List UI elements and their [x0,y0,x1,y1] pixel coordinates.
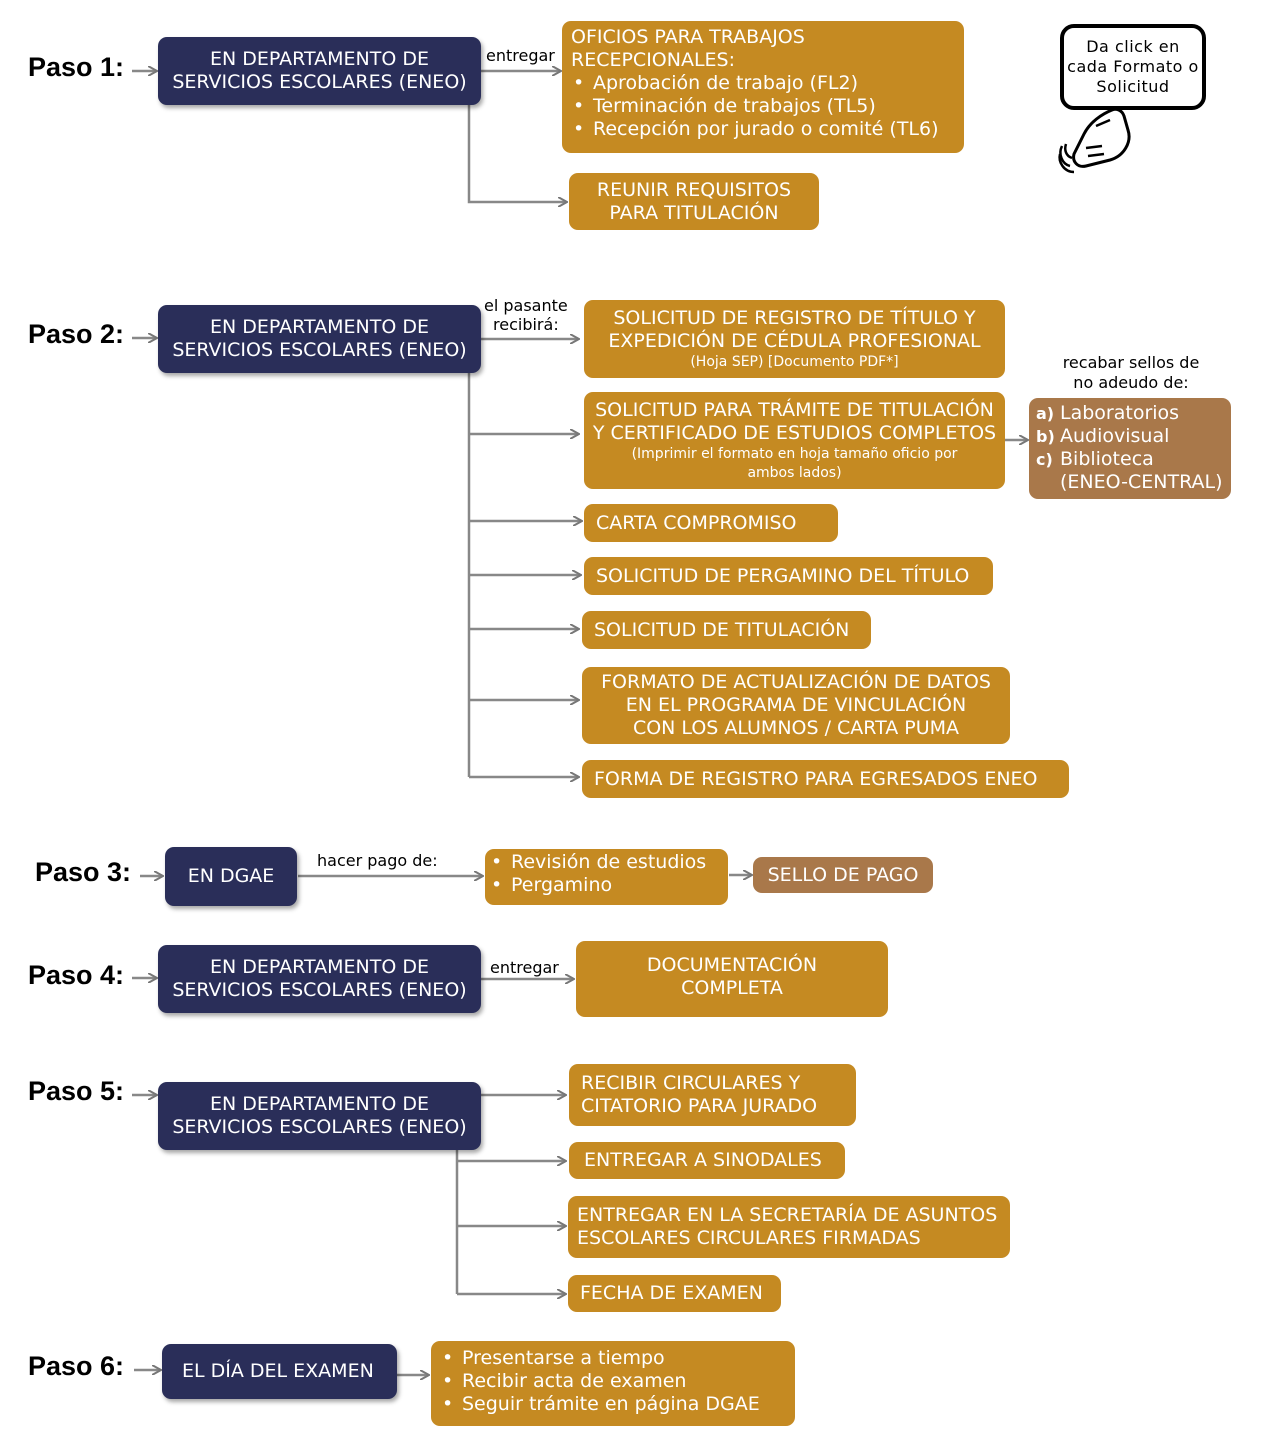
registro-line-1: SOLICITUD DE REGISTRO DE TÍTULO Y [613,306,976,329]
step-1-box-line-2: SERVICIOS ESCOLARES (ENEO) [172,71,467,93]
step-1-connector-entregar: entregar [486,46,555,65]
sello-audiovisual-label: Audiovisual [1060,425,1170,447]
reunir-requisitos-link[interactable]: REUNIR REQUISITOS PARA TITULACIÓN [569,173,819,230]
tramite-note-2: ambos lados) [747,464,842,481]
tramite-line-1: SOLICITUD PARA TRÁMITE DE TITULACIÓN [595,398,994,421]
requisitos-line-2: PARA TITULACIÓN [609,201,779,224]
step-5-label: Paso 5: [28,1076,125,1106]
oficios-title-line-1: OFICIOS PARA TRABAJOS [571,26,805,48]
step-4-box-line-1: EN DEPARTAMENTO DE [210,956,429,978]
doc-line-2: COMPLETA [681,977,783,999]
oficios-title-line-2: RECEPCIONALES: [571,49,736,71]
registro-note: (Hoja SEP) [Documento PDF*] [690,353,899,370]
sellos-no-adeudo: a) Laboratorios b) Audiovisual c) Bibliotec… [1029,398,1231,499]
registro-line-2: EXPEDICIÓN DE CÉDULA PROFESIONAL [608,329,981,352]
entregar-sinodales-link[interactable]: ENTREGAR A SINODALES [569,1142,845,1179]
sello-letter-b: b) [1036,427,1055,446]
step-6-label: Paso 6: [28,1351,125,1381]
oficios-trabajos-recepcionales: OFICIOS PARA TRABAJOS RECEPCIONALES: Apr… [562,21,964,153]
sello-audiovisual: b) Audiovisual [1034,425,1231,448]
step-5-box-line-2: SERVICIOS ESCOLARES (ENEO) [172,1116,467,1138]
sello-letter-a: a) [1036,404,1055,423]
step-5-box-line-1: EN DEPARTAMENTO DE [210,1093,429,1115]
sello-de-pago: SELLO DE PAGO [753,857,933,893]
oficio-tl6-link[interactable]: Recepción por jurado o comité (TL6) [571,118,964,141]
step-4-label: Paso 4: [28,960,125,990]
sellos-title-line-2: no adeudo de: [1073,373,1189,392]
entregar-secretaria-link[interactable]: ENTREGAR EN LA SECRETARÍA DE ASUNTOS ESC… [568,1196,1010,1258]
sellos-title: recabar sellos de no adeudo de: [1040,353,1222,393]
sello-letter-c: c) [1036,450,1053,469]
circulares-line-2: CITATORIO PARA JURADO [581,1095,818,1117]
sello-eneo-central: (ENEO-CENTRAL) [1060,471,1223,493]
actualizacion-line-2: EN EL PROGRAMA DE VINCULACIÓN [625,694,967,716]
pago-items: Revisión de estudios Pergamino [485,849,728,905]
recibir-acta-examen: Recibir acta de examen [440,1370,795,1393]
step-2-label: Paso 2: [28,319,125,349]
tramite-titulacion-certificado-link[interactable]: SOLICITUD PARA TRÁMITE DE TITULACIÓN Y C… [584,392,1005,489]
recibir-circulares-link[interactable]: RECIBIR CIRCULARES Y CITATORIO PARA JURA… [569,1064,856,1126]
seguir-tramite-dgae: Seguir trámite en página DGAE [440,1393,795,1416]
pointing-hand-icon [1058,107,1131,174]
step-2-connector-line-2: recibirá: [493,315,559,334]
actualizacion-line-1: FORMATO DE ACTUALIZACIÓN DE DATOS [601,671,991,693]
step-1-box-line-1: EN DEPARTAMENTO DE [210,48,429,70]
step-4-connector: entregar [490,958,559,977]
registro-egresados-link[interactable]: FORMA DE REGISTRO PARA EGRESADOS ENEO [582,760,1069,798]
documentacion-completa-link[interactable]: DOCUMENTACIÓN COMPLETA [576,941,888,1017]
fecha-examen-link[interactable]: FECHA DE EXAMEN [568,1275,781,1312]
sello-biblioteca: c) Biblioteca [1034,448,1231,471]
circulares-line-1: RECIBIR CIRCULARES Y [581,1072,801,1094]
carta-compromiso-link[interactable]: CARTA COMPROMISO [584,504,838,542]
tramite-note-1: (Imprimir el formato en hoja tamaño ofic… [631,445,958,462]
pago-pergamino: Pergamino [489,874,728,897]
requisitos-line-1: REUNIR REQUISITOS [596,178,792,201]
step-2-connector-line-1: el pasante [484,296,568,315]
actualizacion-line-3: CON LOS ALUMNOS / CARTA PUMA [632,717,960,739]
registro-titulo-cedula-link[interactable]: SOLICITUD DE REGISTRO DE TÍTULO Y EXPEDI… [584,300,1005,378]
solicitud-titulacion-link[interactable]: SOLICITUD DE TITULACIÓN [582,611,871,649]
click-hint: Da click en cada Formato o Solicitud [1060,24,1206,110]
step-6-dia-examen: EL DÍA DEL EXAMEN [162,1344,397,1399]
oficio-fl2-link[interactable]: Aprobación de trabajo (FL2) [571,72,964,95]
doc-line-1: DOCUMENTACIÓN [646,954,818,976]
presentarse-a-tiempo: Presentarse a tiempo [440,1347,795,1370]
sello-laboratorios: a) Laboratorios [1034,402,1231,425]
step-3-connector: hacer pago de: [317,851,438,870]
secretaria-line-2: ESCOLARES CIRCULARES FIRMADAS [577,1227,921,1249]
sello-biblioteca-label: Biblioteca [1060,448,1154,470]
solicitud-pergamino-link[interactable]: SOLICITUD DE PERGAMINO DEL TÍTULO [584,557,993,595]
actualizacion-datos-carta-puma-link[interactable]: FORMATO DE ACTUALIZACIÓN DE DATOS EN EL … [582,667,1010,744]
step-2-connector: el pasante recibirá: [484,296,568,334]
sello-laboratorios-label: Laboratorios [1060,402,1180,424]
oficio-tl5-link[interactable]: Terminación de trabajos (TL5) [571,95,964,118]
step-4-box-line-2: SERVICIOS ESCOLARES (ENEO) [172,979,467,1001]
step-2-box-line-2: SERVICIOS ESCOLARES (ENEO) [172,339,467,361]
sellos-title-line-1: recabar sellos de [1062,353,1200,372]
step-3-label: Paso 3: [35,857,132,887]
dia-examen-items: Presentarse a tiempo Recibir acta de exa… [431,1341,795,1426]
step-3-dgae: EN DGAE [165,847,297,906]
secretaria-line-1: ENTREGAR EN LA SECRETARÍA DE ASUNTOS [577,1204,998,1226]
tramite-line-2: Y CERTIFICADO DE ESTUDIOS COMPLETOS [592,421,997,444]
pago-revision-estudios: Revisión de estudios [489,851,728,874]
step-1-label: Paso 1: [28,52,125,82]
click-hint-text: Da click en cada Formato o Solicitud [1067,37,1199,96]
step-2-box-line-1: EN DEPARTAMENTO DE [210,316,429,338]
